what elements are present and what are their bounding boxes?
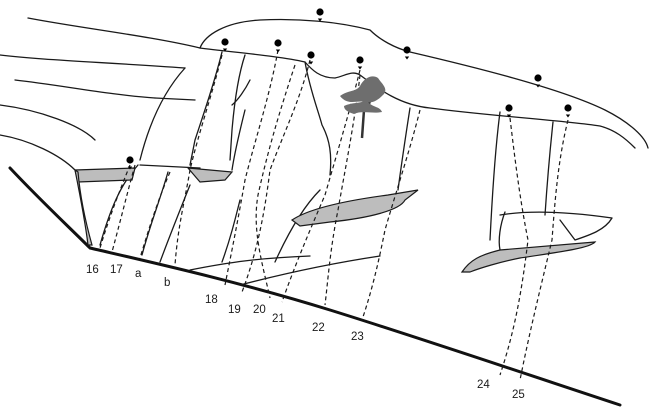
ground-line: [8, 166, 622, 407]
route-line-17: [111, 164, 136, 253]
anchor-icon: [274, 39, 282, 53]
ledge-middle: [290, 189, 419, 227]
anchor-icon: [356, 56, 364, 70]
ledge-left-small: [186, 167, 234, 183]
route-label-21: 21: [272, 313, 285, 325]
route-labels: 16 17 a b 18 19 20 21 22 23 24 25: [86, 264, 525, 401]
route-line-20: [255, 64, 296, 299]
anchor-icon: [316, 8, 324, 22]
anchor-icon: [221, 38, 229, 52]
route-label-b: b: [164, 277, 170, 289]
route-line-19: [241, 59, 311, 293]
ledge-right: [460, 241, 597, 273]
anchor-icon: [505, 104, 513, 118]
route-line-16: [99, 164, 131, 249]
route-line-18: [224, 49, 279, 286]
routes: [99, 49, 569, 381]
anchor-icon: [564, 104, 572, 118]
route-label-19: 19: [228, 304, 241, 316]
route-label-a: a: [135, 268, 142, 280]
route-label-17: 17: [110, 264, 123, 276]
route-label-16: 16: [86, 264, 99, 276]
anchor-icon: [403, 46, 411, 60]
route-label-23: 23: [351, 331, 364, 343]
route-label-24: 24: [477, 379, 490, 391]
route-line-23: [361, 109, 421, 321]
route-label-25: 25: [512, 389, 525, 401]
route-label-20: 20: [253, 304, 266, 316]
ledge-far-left: [74, 168, 93, 246]
rock-features: [99, 51, 613, 286]
route-label-18: 18: [205, 294, 218, 306]
tree-icon: [340, 76, 386, 139]
anchor-icon: [307, 51, 315, 65]
route-line-b: [174, 54, 223, 266]
route-line-25: [519, 119, 569, 381]
route-label-22: 22: [312, 322, 325, 334]
route-line-24: [499, 117, 529, 376]
ledges: [74, 167, 597, 273]
route-line-a: [139, 171, 171, 259]
